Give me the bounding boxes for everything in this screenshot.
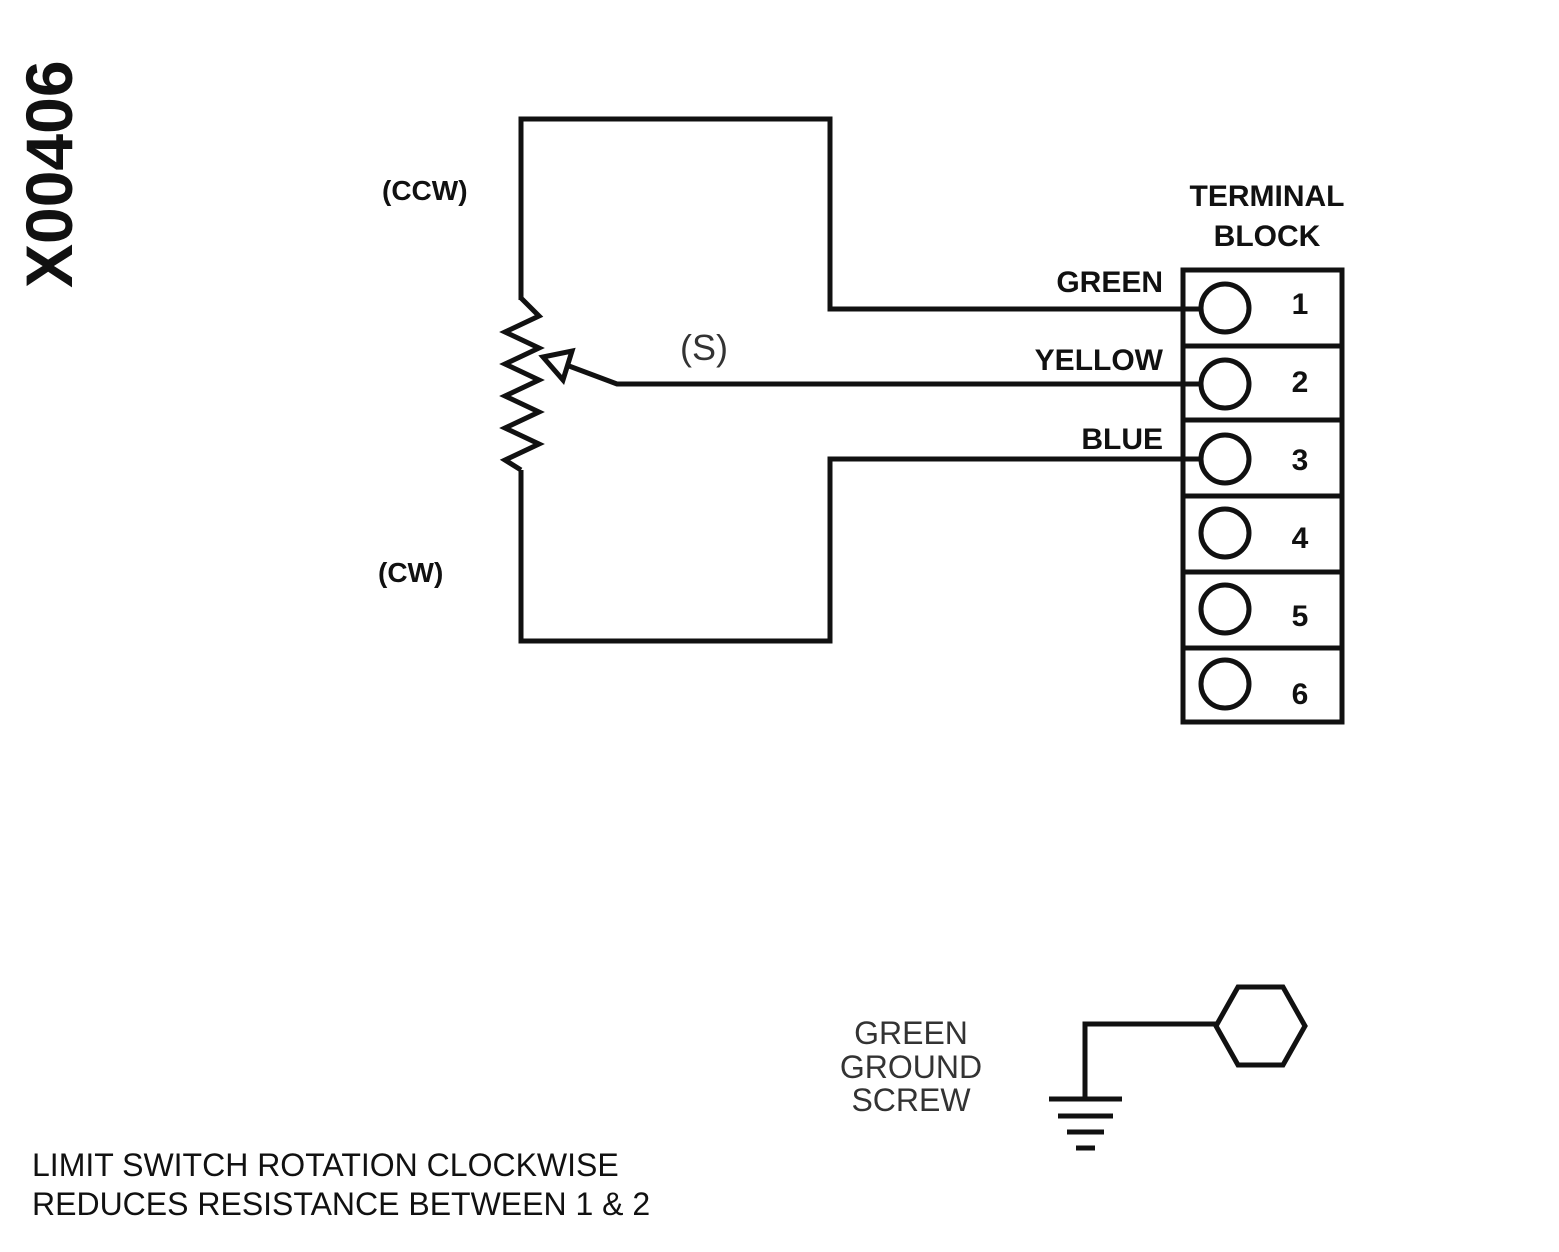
terminal-number: 1: [1292, 288, 1309, 321]
terminal-number: 6: [1292, 678, 1309, 711]
note-line1: LIMIT SWITCH ROTATION CLOCKWISE: [32, 1147, 619, 1183]
note-line2: REDUCES RESISTANCE BETWEEN 1 & 2: [32, 1186, 650, 1222]
terminal-screw-icon: [1198, 432, 1252, 486]
wiper-arrow-icon: [538, 347, 576, 386]
yellow-wire-label: YELLOW: [1035, 344, 1164, 377]
wiper-label: (S): [680, 327, 728, 368]
green-wire-label: GREEN: [1056, 266, 1163, 299]
ground-wire: [1082, 1021, 1216, 1099]
terminal-number: 3: [1292, 444, 1309, 477]
terminal-block-title-line2: BLOCK: [1214, 220, 1321, 253]
terminal-number: 5: [1292, 600, 1309, 633]
terminal-number: 2: [1292, 366, 1309, 399]
terminal-screw-icon: [1198, 357, 1252, 411]
blue-wire-label: BLUE: [1081, 423, 1163, 456]
resistor-icon: [499, 291, 545, 473]
terminal-screw-icon: [1198, 281, 1252, 335]
ground-label-line3: SCREW: [851, 1082, 971, 1118]
terminal-block-title-line1: TERMINAL: [1190, 180, 1345, 213]
wiper-wire: [552, 357, 1200, 387]
cw-wire: [518, 456, 1200, 644]
terminal-block: 1 2 3 4 5 6: [1180, 267, 1345, 725]
terminal-number: 4: [1292, 522, 1309, 555]
cw-label: (CW): [378, 557, 443, 588]
terminal-screw-icon: [1198, 506, 1252, 560]
ccw-label: (CCW): [382, 175, 468, 206]
terminal-screw-icon: [1198, 657, 1252, 711]
drawing-id: X00406: [12, 60, 86, 288]
ground-symbol-icon: [1049, 1096, 1122, 1151]
hex-screw-icon: [1213, 984, 1308, 1068]
ground-label-line2: GROUND: [840, 1049, 982, 1085]
ccw-wire: [518, 116, 1200, 312]
terminal-screw-icon: [1198, 582, 1252, 636]
ground-label-line1: GREEN: [854, 1015, 968, 1051]
